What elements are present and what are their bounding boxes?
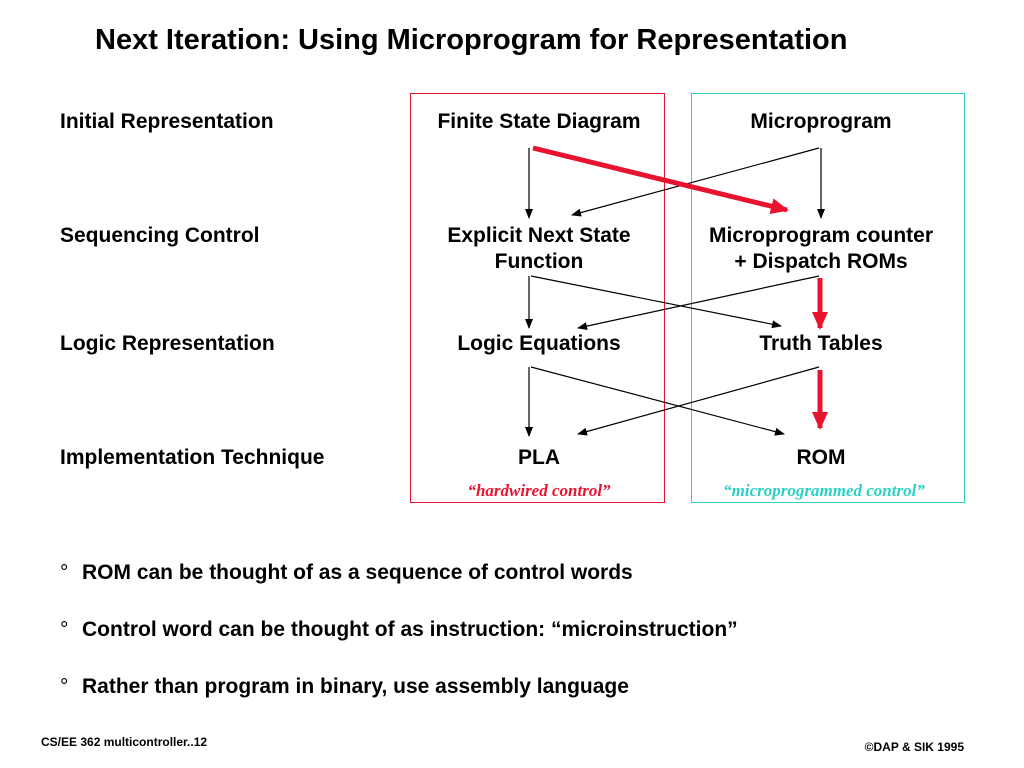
arrow-counter-to-logic-equations: [577, 275, 820, 331]
hardwired-control-note: “hardwired control”: [467, 481, 611, 500]
arrow-truth-tables-to-pla: [577, 366, 820, 436]
finite-state-diagram-node: Finite State Diagram: [437, 110, 641, 133]
hardwired-column-box: [410, 93, 665, 503]
bullet-mark: °: [60, 675, 69, 698]
slide-title: Next Iteration: Using Microprogram for R…: [95, 24, 848, 56]
bullet-text: Rather than program in binary, use assem…: [82, 675, 629, 698]
row-label-implementation-technique: Implementation Technique: [60, 446, 325, 469]
highlight-arrow-fsd-to-counter: [532, 145, 789, 214]
row-label-logic-representation: Logic Representation: [60, 332, 275, 355]
microprogram-node: Microprogram: [750, 110, 892, 133]
arrow-microprogram-to-explicit-next-state: [571, 147, 820, 217]
arrow-logic-equations-to-rom: [530, 366, 785, 436]
microprogrammed-control-note: “microprogrammed control”: [723, 481, 925, 500]
bullet-text: ROM can be thought of as a sequence of c…: [82, 561, 633, 584]
bullet-item: ° Control word can be thought of as instr…: [60, 618, 738, 642]
logic-equations-node: Logic Equations: [457, 332, 621, 355]
pla-node: PLA: [518, 446, 560, 469]
truth-tables-node: Truth Tables: [759, 332, 883, 355]
explicit-next-state-node-line2: Function: [494, 250, 584, 273]
microprogram-counter-node-line2: + Dispatch ROMs: [734, 250, 908, 273]
arrow-explicit-next-state-to-truth-tables: [530, 275, 782, 329]
bullet-text: Control word can be thought of as instru…: [82, 618, 738, 641]
bullet-item: ° Rather than program in binary, use asse…: [60, 675, 629, 699]
explicit-next-state-node-line1: Explicit Next State: [447, 224, 631, 247]
footer-course-label: CS/EE 362 multicontroller..12: [41, 735, 208, 749]
footer-copyright: ©DAP & SIK 1995: [864, 740, 964, 754]
rom-node: ROM: [796, 446, 846, 469]
microprogram-counter-node-line1: Microprogram counter: [708, 224, 934, 247]
row-label-initial-representation: Initial Representation: [60, 110, 274, 133]
bullet-mark: °: [60, 561, 69, 584]
bullet-mark: °: [60, 618, 69, 641]
microprogram-column-box: [691, 93, 965, 503]
bullet-item: ° ROM can be thought of as a sequence of …: [60, 561, 633, 585]
row-label-sequencing-control: Sequencing Control: [60, 224, 260, 247]
